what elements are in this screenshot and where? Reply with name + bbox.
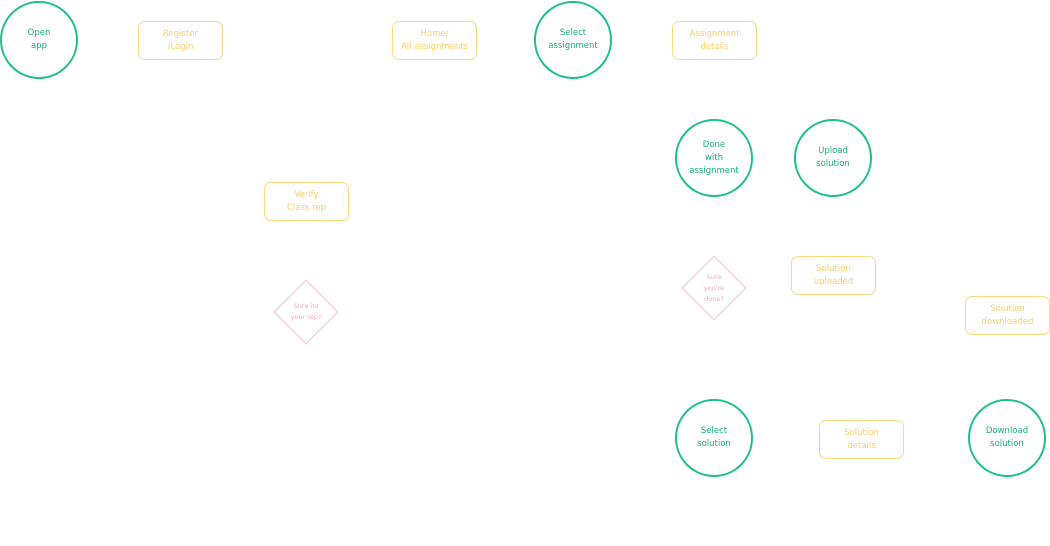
screen-assignment-details: Assignment details bbox=[672, 21, 757, 60]
action-upload-solution: Upload solution bbox=[794, 119, 872, 197]
action-select-solution: Select solution bbox=[675, 399, 753, 477]
screen-solution-details: Solution details bbox=[819, 420, 904, 459]
decision-label: Sure its your rep? bbox=[290, 302, 322, 321]
screen-solution-uploaded: Solution uploaded bbox=[791, 256, 876, 295]
decision-sure-youre-done: Sure you're done? bbox=[681, 255, 747, 321]
decision-sure-its-your-rep: Sure its your rep? bbox=[273, 279, 339, 345]
screen-verify-class-rep: Verify Class rep bbox=[264, 182, 349, 221]
action-select-assignment: Select assignment bbox=[534, 1, 612, 79]
screen-register-login: Register /Login bbox=[138, 21, 223, 60]
screen-solution-downloaded: Solution downloaded bbox=[965, 296, 1050, 335]
action-done-with-assignment: Done with assignment bbox=[675, 119, 753, 197]
screen-home-all-assignments: Home/ All assignments bbox=[392, 21, 477, 60]
decision-label: Sure you're done? bbox=[703, 272, 725, 303]
action-open-app: Open app bbox=[0, 1, 78, 79]
action-download-solution: Download solution bbox=[968, 399, 1046, 477]
